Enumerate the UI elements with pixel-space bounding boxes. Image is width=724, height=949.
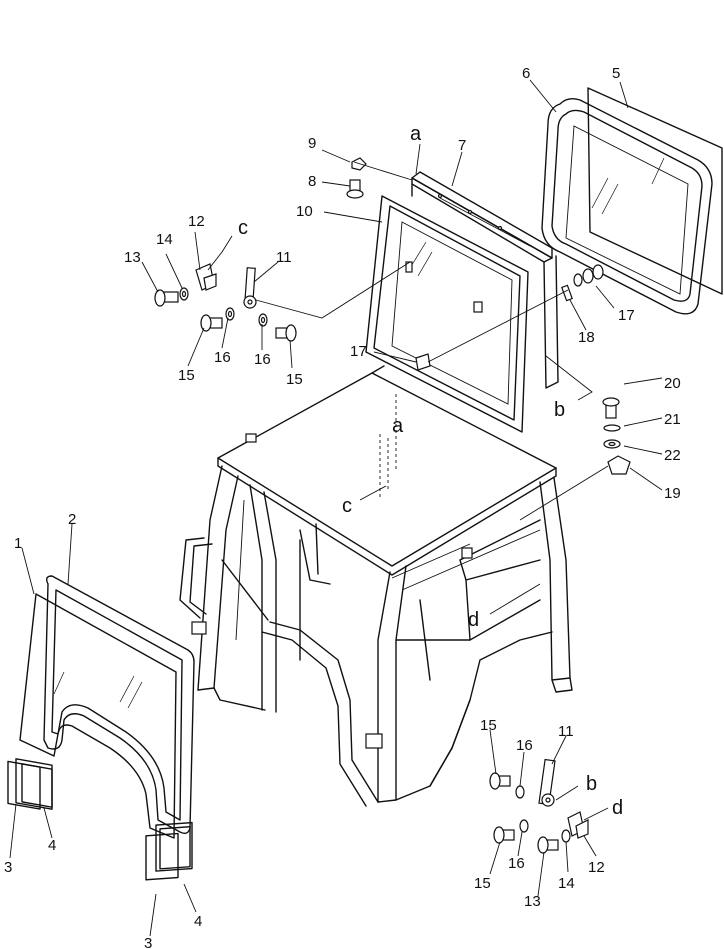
ref-d-bottom: d [612, 797, 623, 819]
callout-1: 1 [14, 535, 22, 552]
callout-5: 5 [612, 65, 620, 82]
callout-6: 6 [522, 65, 530, 82]
callout-13: 13 [124, 249, 141, 266]
ref-b-bottom: b [586, 773, 597, 795]
rear-window-frame-7 [411, 171, 559, 389]
callout-17: 17 [618, 307, 635, 324]
ref-a-top: a [410, 123, 422, 145]
door-leaders [9, 523, 197, 937]
callout-22: 22 [664, 447, 681, 464]
window-seal-6-glass-5 [541, 87, 723, 315]
callout-12: 12 [588, 859, 605, 876]
ref-c-top: c [238, 217, 248, 239]
callout-15: 15 [474, 875, 491, 892]
callout-7: 7 [458, 137, 466, 154]
callout-4: 4 [194, 913, 202, 930]
top-leaders [141, 79, 663, 521]
window-glass-10 [365, 195, 529, 433]
callout-20: 20 [664, 375, 681, 392]
cab-frame [179, 365, 573, 807]
callout-3: 3 [4, 859, 12, 876]
callout-10: 10 [296, 203, 313, 220]
ref-a-cab: a [392, 415, 404, 437]
callout-15: 15 [480, 717, 497, 734]
callout-16: 16 [254, 351, 271, 368]
top-hardware [154, 157, 631, 475]
callout-16: 16 [214, 349, 231, 366]
callout-17: 17 [350, 343, 367, 360]
ref-d-cab: d [468, 609, 479, 631]
callout-11: 11 [276, 249, 292, 266]
callout-15: 15 [286, 371, 303, 388]
callout-3: 3 [144, 935, 152, 949]
callout-labels: 1 2 3 3 4 4 5 6 7 8 9 10 11 11 12 12 13 … [4, 65, 681, 949]
callout-8: 8 [308, 173, 316, 190]
callout-18: 18 [578, 329, 595, 346]
bottom-latch-hardware [489, 729, 609, 897]
callout-14: 14 [558, 875, 575, 892]
callout-9: 9 [308, 135, 316, 152]
callout-12: 12 [188, 213, 205, 230]
small-glass-3-seal-4 [7, 758, 193, 881]
callout-19: 19 [664, 485, 681, 502]
callout-16: 16 [508, 855, 525, 872]
callout-2: 2 [68, 511, 76, 528]
callout-4: 4 [48, 837, 56, 854]
callout-15: 15 [178, 367, 195, 384]
ref-c-cab: c [342, 495, 352, 517]
callout-14: 14 [156, 231, 173, 248]
callout-21: 21 [664, 411, 681, 428]
ref-b-top: b [554, 399, 565, 421]
callout-13: 13 [524, 893, 541, 910]
callout-11: 11 [558, 723, 574, 740]
door-glass-1-seal-2 [19, 575, 195, 839]
reference-letters: a a b b c c d d [238, 123, 623, 819]
callout-16: 16 [516, 737, 533, 754]
